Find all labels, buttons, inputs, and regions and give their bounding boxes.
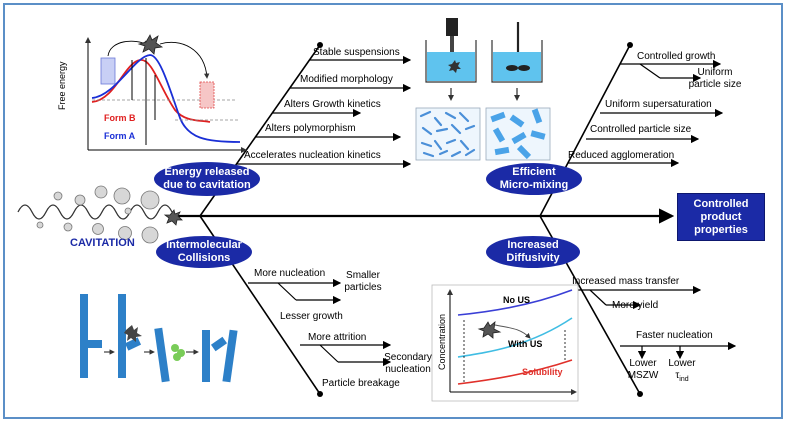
mszw-line2: MSZW xyxy=(627,370,659,381)
vessel-stirrer xyxy=(491,22,543,101)
label-smaller-particles: Smaller particles xyxy=(336,270,390,294)
diffusivity-line2: Diffusivity xyxy=(506,252,560,264)
cavitation-wave xyxy=(17,204,173,220)
label-nucleation-kinetics: Accelerates nucleation kinetics xyxy=(244,150,381,161)
label-polymorphism: Alters polymorphism xyxy=(265,123,356,134)
burst-icon-energy xyxy=(137,34,164,55)
label-controlled-growth: Controlled growth xyxy=(637,51,716,62)
form-a-curve xyxy=(91,54,241,143)
figure-frame xyxy=(3,3,783,419)
diffusivity-line1: Increased xyxy=(507,239,559,251)
label-stable-suspensions: Stable suspensions xyxy=(313,47,400,58)
label-uniform-supersaturation: Uniform supersaturation xyxy=(605,99,712,110)
concentration-plot xyxy=(431,284,579,402)
label-reduced-agglomeration: Reduced agglomeration xyxy=(568,150,675,161)
uniform-line1: Uniform xyxy=(697,67,733,78)
tind-subscript: ind xyxy=(679,376,689,383)
label-faster-nucleation: Faster nucleation xyxy=(636,330,713,341)
crystal-box-coarse xyxy=(485,107,551,161)
outcome-line3: properties xyxy=(694,223,748,236)
with-us-label: With US xyxy=(508,339,543,349)
cavitation-label: CAVITATION xyxy=(70,237,135,249)
collisions-line2: Collisions xyxy=(177,252,231,264)
micromixing-line2: Micro-mixing xyxy=(499,179,569,191)
uniform-line2: particle size xyxy=(688,79,742,90)
crystal-breakage-illustration xyxy=(80,294,238,383)
smaller-line2: particles xyxy=(344,282,382,293)
solubility-curve xyxy=(457,359,573,385)
outcome-line2: product xyxy=(700,210,742,223)
label-lesser-growth: Lesser growth xyxy=(280,311,343,322)
outcome-box: Controlled product properties xyxy=(677,193,765,241)
vessel-probe xyxy=(425,18,477,101)
solubility-label: Solubility xyxy=(522,367,563,377)
smaller-line1: Smaller xyxy=(346,270,380,281)
micromixing-line1: Efficient xyxy=(512,166,556,178)
no-us-curve xyxy=(457,289,573,316)
diffusivity-subarrows xyxy=(566,285,737,360)
no-us-label: No US xyxy=(503,295,530,305)
form-b-state-box xyxy=(100,57,116,85)
label-secondary-nucleation: Secondary nucleation xyxy=(376,352,440,376)
mszw-line1: Lower xyxy=(629,358,657,369)
label-more-attrition: More attrition xyxy=(308,332,367,343)
with-us-curve xyxy=(457,317,573,358)
micromixing-subarrows xyxy=(568,59,724,168)
form-a-state-box xyxy=(199,81,215,109)
form-b-label: Form B xyxy=(104,113,136,123)
free-energy-plot xyxy=(85,34,247,153)
crystal-box-fine xyxy=(415,107,481,161)
energy-line2: due to cavitation xyxy=(163,179,251,191)
label-more-nucleation: More nucleation xyxy=(254,268,326,279)
concentration-axis-label: Concentration xyxy=(437,313,447,370)
label-mass-transfer: Increased mass transfer xyxy=(572,276,680,287)
secondary-line2: nucleation xyxy=(385,364,431,375)
energy-line1: Energy released xyxy=(164,166,250,178)
tind-line1: Lower xyxy=(668,358,696,369)
secondary-line1: Secondary xyxy=(384,352,432,363)
tind-symbol: τ xyxy=(675,370,680,381)
cavitation-bubbles xyxy=(36,185,160,244)
free-energy-axis-label: Free energy xyxy=(57,61,67,110)
label-controlled-particle-size: Controlled particle size xyxy=(590,124,692,135)
outcome-line1: Controlled xyxy=(693,197,749,210)
label-growth-kinetics: Alters Growth kinetics xyxy=(284,99,381,110)
form-a-label: Form A xyxy=(104,131,136,141)
energy-subarrows xyxy=(236,55,412,169)
label-lower-mszw: Lower MSZW xyxy=(626,358,660,382)
burst-icon-cavitation xyxy=(163,209,183,226)
label-modified-morphology: Modified morphology xyxy=(300,74,393,85)
label-lower-tind: Lower τind xyxy=(664,358,700,386)
label-particle-breakage: Particle breakage xyxy=(322,378,400,389)
collisions-line1: Intermolecular xyxy=(166,239,242,251)
label-uniform-particle-size: Uniform particle size xyxy=(680,67,750,91)
label-more-yield: More yield xyxy=(612,300,659,311)
collision-subarrows xyxy=(248,278,392,367)
